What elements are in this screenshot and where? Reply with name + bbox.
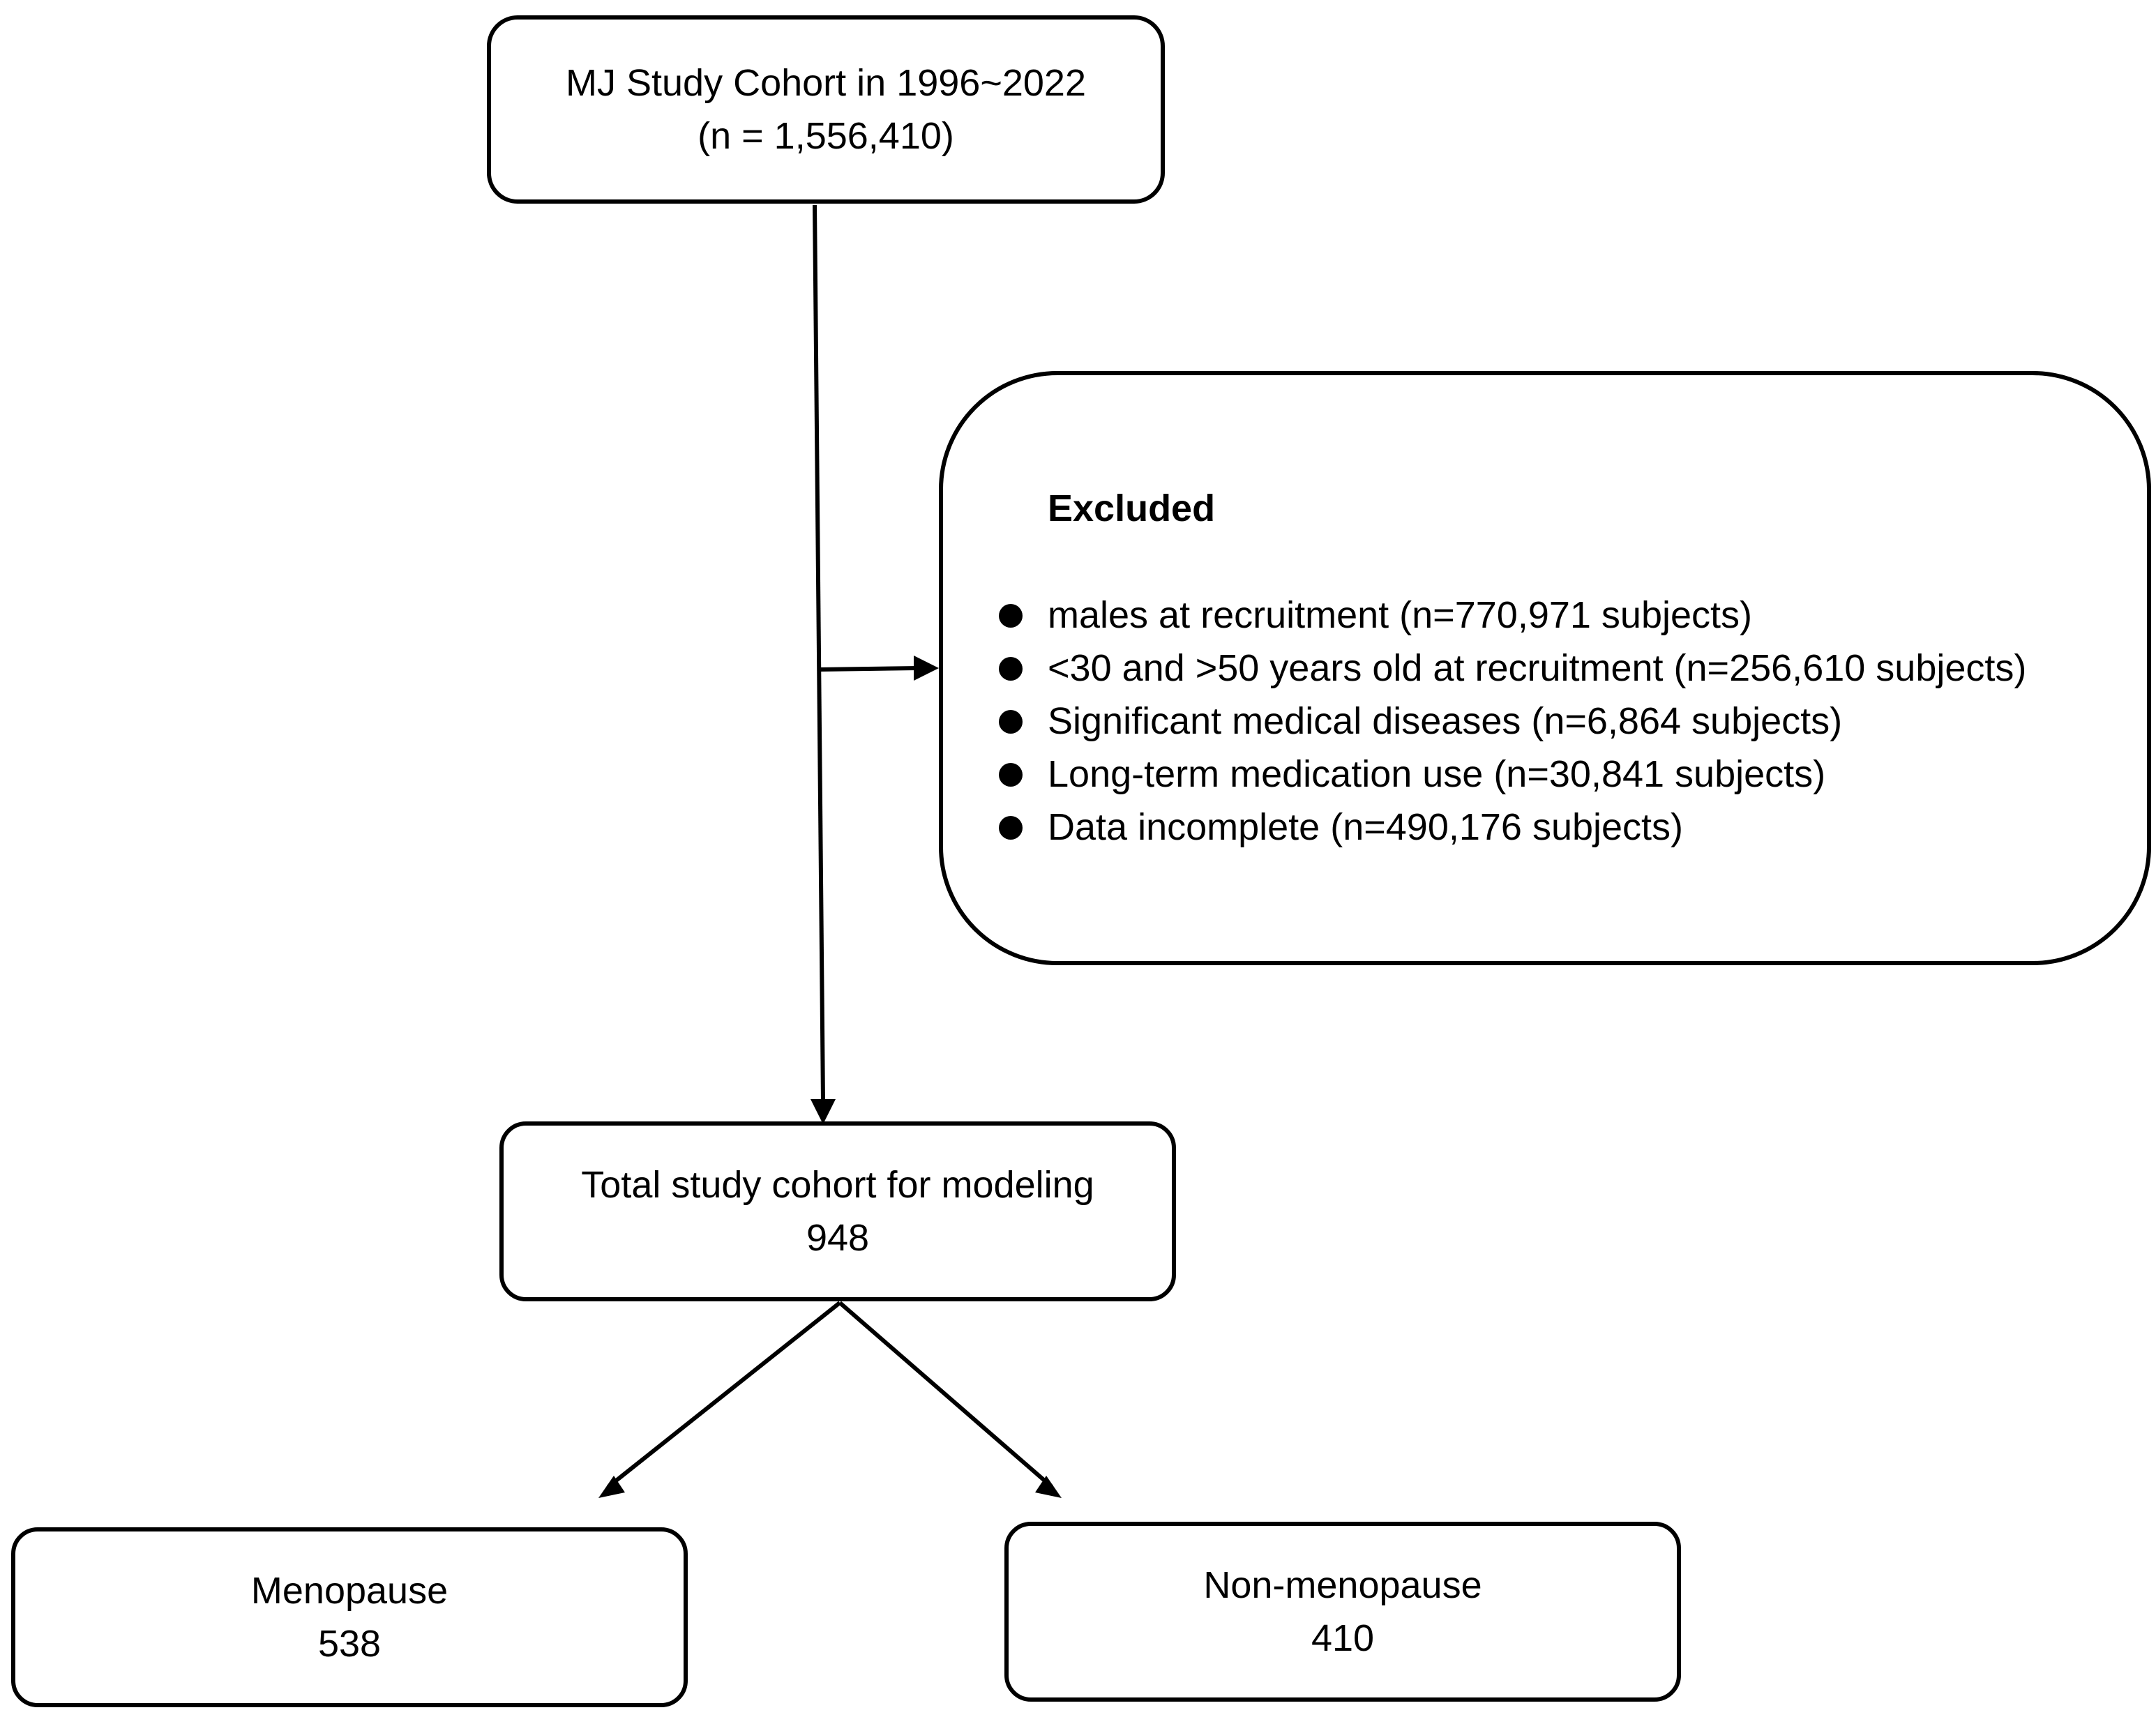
non-menopause-box: Non-menopause 410 [1004, 1522, 1681, 1702]
excluded-item: Significant medical diseases (n=6,864 su… [999, 695, 2026, 748]
cohort-title: MJ Study Cohort in 1996~2022 [566, 62, 1086, 104]
arrowhead-excluded [914, 656, 939, 681]
arrow-to-menopause [607, 1301, 841, 1489]
arrow-cohort-to-total [813, 204, 825, 1103]
menopause-count: 538 [317, 1623, 382, 1665]
arrow-to-excluded [818, 666, 919, 672]
bullet-icon [999, 657, 1023, 681]
total-cohort-title: Total study cohort for modeling [581, 1164, 1094, 1206]
excluded-title: Excluded [1048, 487, 1216, 529]
bullet-icon [999, 710, 1023, 734]
excluded-item: Long-term medication use (n=30,841 subje… [999, 748, 2026, 801]
cohort-box: MJ Study Cohort in 1996~2022 (n = 1,556,… [487, 15, 1165, 204]
non-menopause-count: 410 [1311, 1617, 1375, 1659]
excluded-item-label: Long-term medication use (n=30,841 subje… [1048, 753, 1826, 795]
arrow-to-non-menopause [838, 1301, 1053, 1489]
excluded-item-label: males at recruitment (n=770,971 subjects… [1048, 594, 1752, 636]
non-menopause-label: Non-menopause [1203, 1564, 1482, 1606]
menopause-box: Menopause 538 [11, 1527, 688, 1707]
cohort-count: (n = 1,556,410) [698, 115, 954, 157]
arrowhead-total [811, 1099, 836, 1124]
bullet-icon [999, 816, 1023, 840]
arrowhead-menopause [598, 1476, 625, 1498]
arrowhead-non-menopause [1035, 1476, 1062, 1498]
excluded-box: Excluded males at recruitment (n=770,971… [939, 371, 2151, 965]
excluded-item: Data incomplete (n=490,176 subjects) [999, 801, 2026, 854]
menopause-label: Menopause [250, 1570, 448, 1612]
excluded-list: males at recruitment (n=770,971 subjects… [999, 589, 2026, 854]
total-cohort-count: 948 [806, 1217, 870, 1259]
excluded-item-label: <30 and >50 years old at recruitment (n=… [1048, 647, 2027, 689]
excluded-item-label: Data incomplete (n=490,176 subjects) [1048, 806, 1684, 848]
excluded-item: males at recruitment (n=770,971 subjects… [999, 589, 2026, 642]
excluded-item-label: Significant medical diseases (n=6,864 su… [1048, 700, 1843, 742]
total-cohort-box: Total study cohort for modeling 948 [499, 1121, 1176, 1301]
excluded-item: <30 and >50 years old at recruitment (n=… [999, 642, 2026, 695]
bullet-icon [999, 763, 1023, 787]
bullet-icon [999, 604, 1023, 628]
